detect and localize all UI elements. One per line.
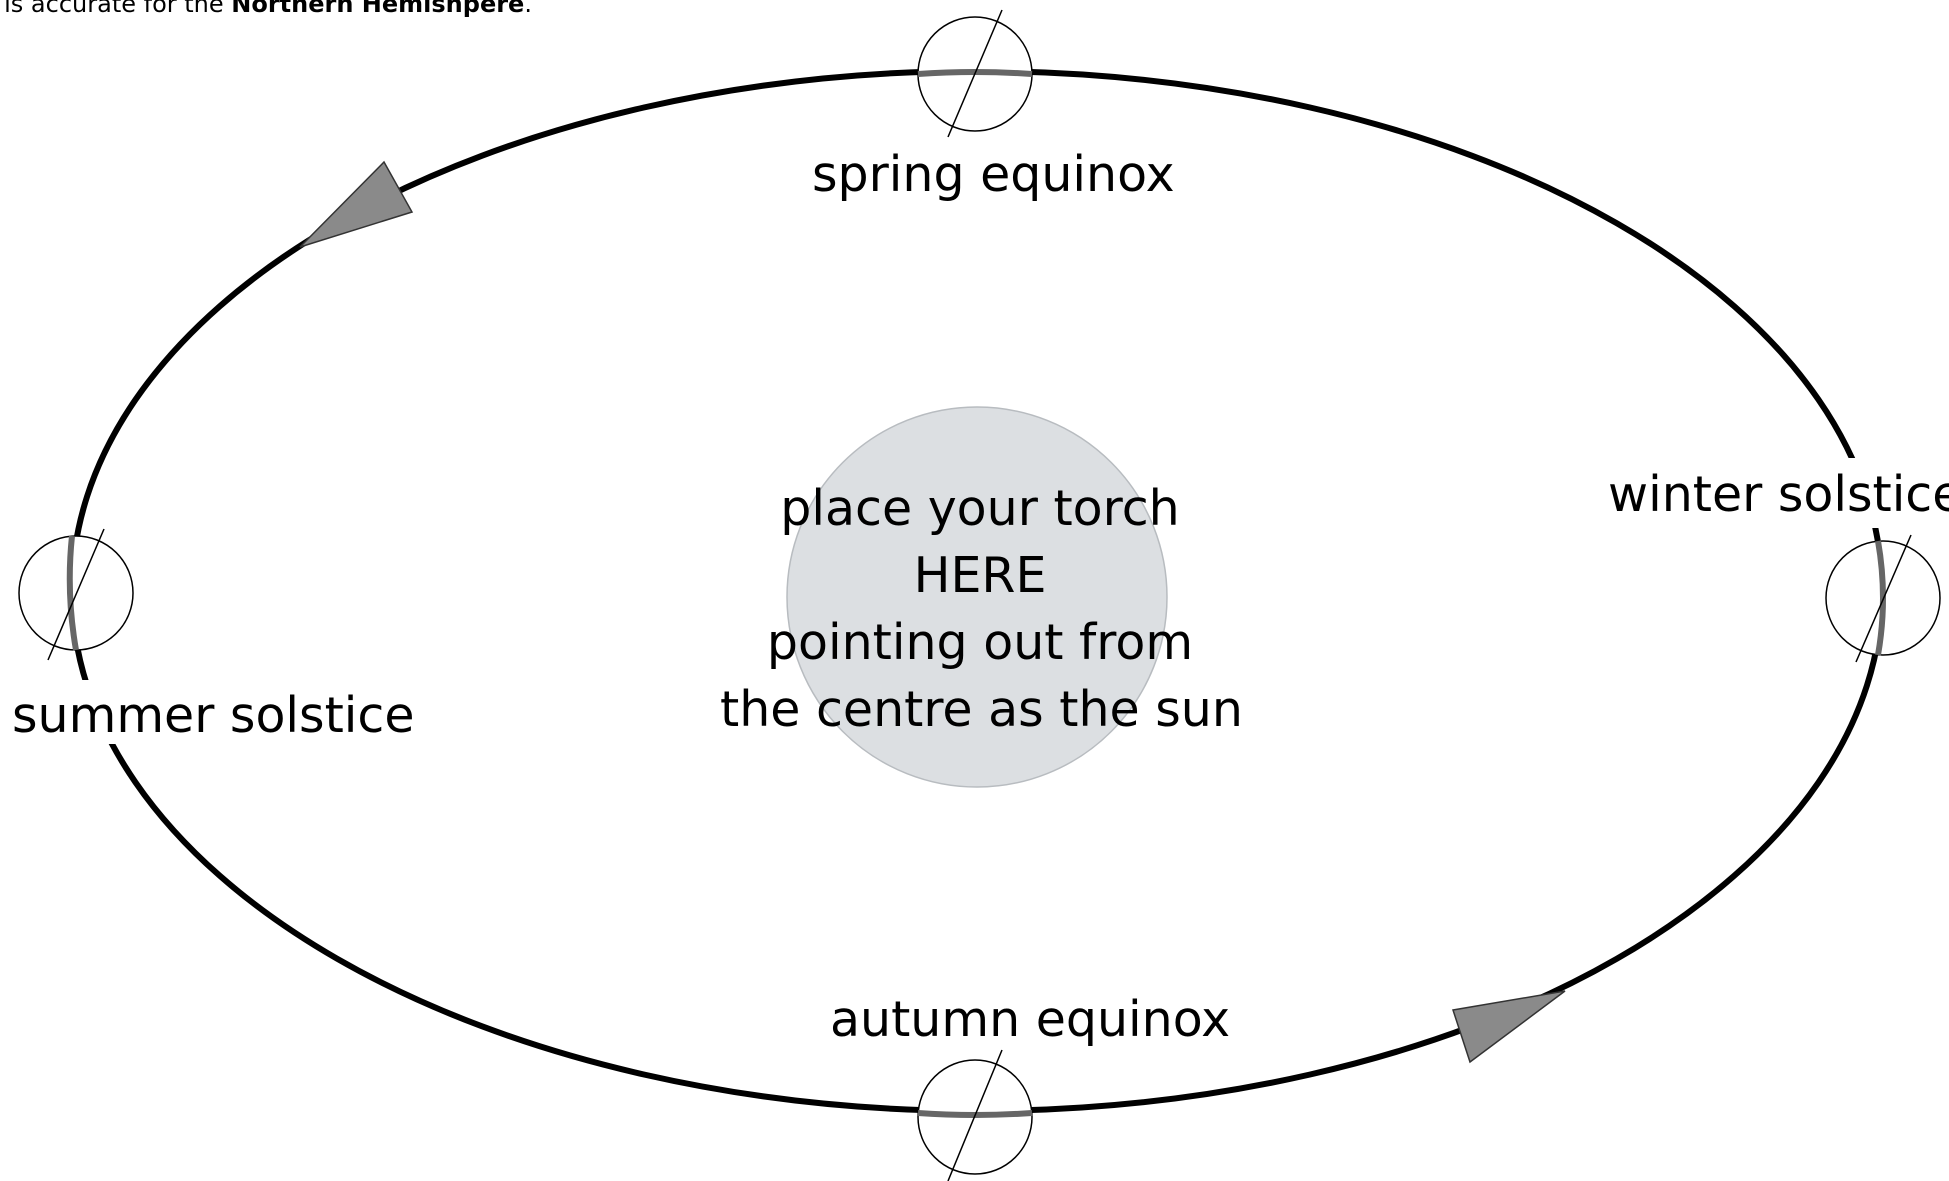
header-text-bold: Northern Hemishpere — [231, 0, 524, 18]
header-text-suffix: . — [524, 0, 532, 18]
label-winter-solstice: winter solstice — [1608, 470, 1949, 519]
label-summer-solstice: summer solstice — [12, 691, 414, 740]
sun-line-3: pointing out from — [720, 609, 1240, 676]
header-note: s is accurate for the Northern Hemishper… — [0, 0, 532, 18]
sun-line-1: place your torch — [720, 475, 1240, 542]
earth-autumn-icon — [918, 1050, 1032, 1181]
earth-winter-icon — [1826, 535, 1940, 662]
earth-spring-icon — [918, 10, 1032, 137]
header-text-prefix: s is accurate for the — [0, 0, 231, 18]
sun-line-2: HERE — [720, 542, 1240, 609]
label-autumn-equinox: autumn equinox — [830, 995, 1230, 1044]
label-spring-equinox: spring equinox — [812, 150, 1175, 199]
direction-arrow-top-left — [300, 162, 412, 247]
sun-instructions: place your torch HERE pointing out from … — [720, 475, 1240, 743]
earth-summer-icon — [19, 529, 133, 660]
sun-line-4: the centre as the sun — [720, 676, 1240, 743]
direction-arrow-bottom-right — [1453, 991, 1565, 1062]
